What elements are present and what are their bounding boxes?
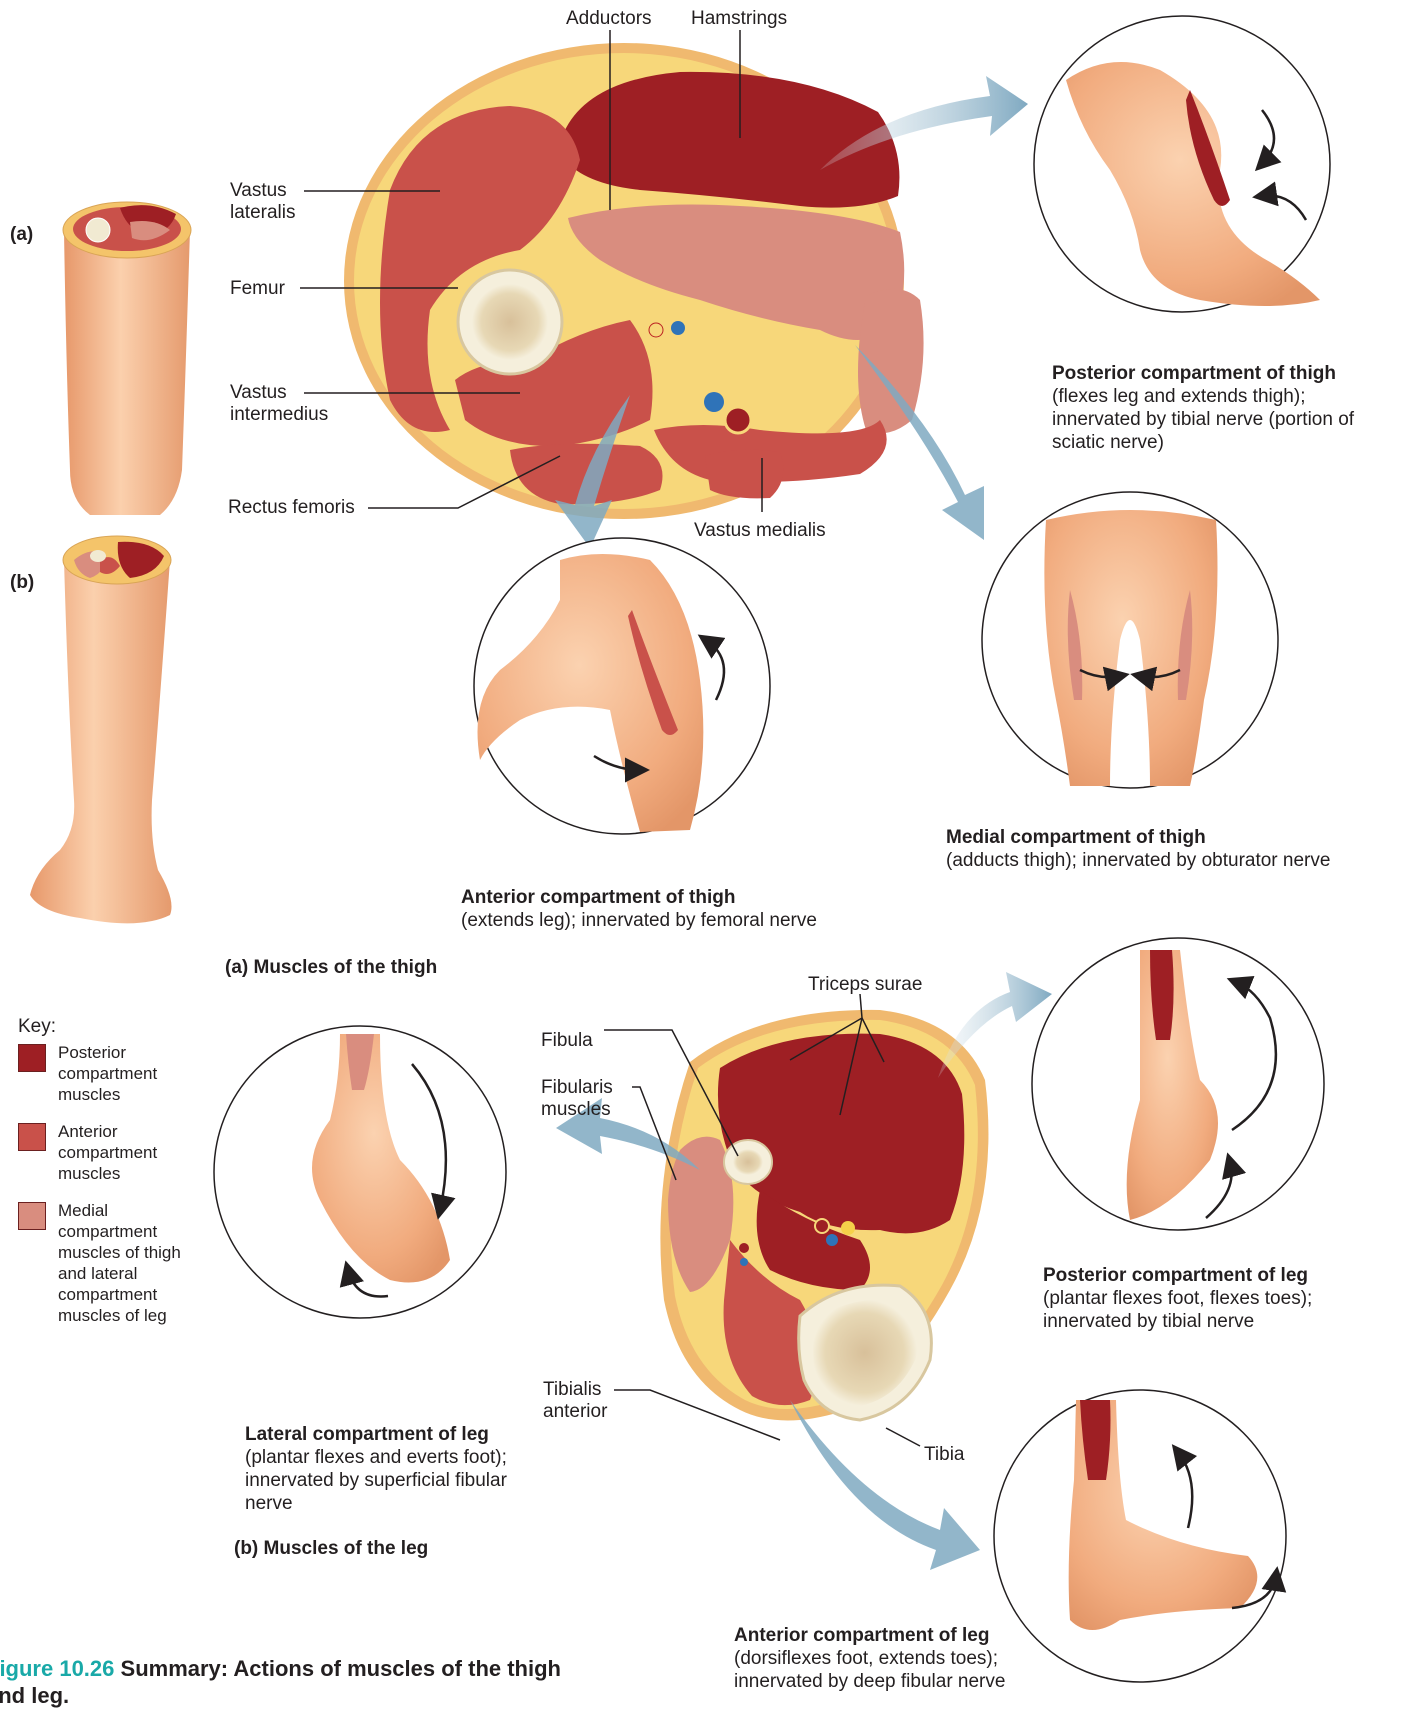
circle-posterior-leg bbox=[1032, 938, 1324, 1230]
circle-lateral-leg bbox=[214, 1026, 506, 1318]
caption-lateral-leg-title: Lateral compartment of leg bbox=[245, 1423, 545, 1446]
key-swatch-anterior bbox=[18, 1123, 46, 1151]
circle-anterior-leg bbox=[994, 1390, 1286, 1682]
color-key: Key: Posterior compartment muscles Anter… bbox=[18, 1016, 208, 1342]
caption-anterior-leg-title: Anterior compartment of leg bbox=[734, 1624, 1034, 1647]
circle-posterior-thigh bbox=[1034, 16, 1330, 312]
leg-cross-section bbox=[660, 1010, 988, 1421]
subtitle-leg: (b) Muscles of the leg bbox=[234, 1538, 428, 1560]
caption-posterior-leg: Posterior compartment of leg (plantar fl… bbox=[1043, 1264, 1383, 1333]
label-vastus-medialis: Vastus medialis bbox=[694, 520, 826, 542]
label-vastus-intermedius: Vastus intermedius bbox=[230, 382, 328, 426]
key-item-posterior: Posterior compartment muscles bbox=[18, 1042, 208, 1105]
subtitle-thigh: (a) Muscles of the thigh bbox=[225, 957, 437, 979]
caption-anterior-leg: Anterior compartment of leg (dorsiflexes… bbox=[734, 1624, 1034, 1693]
caption-anterior-thigh-title: Anterior compartment of thigh bbox=[461, 886, 891, 909]
thigh-cross-section bbox=[344, 43, 924, 519]
label-fibularis-muscles: Fibularis muscles bbox=[541, 1077, 613, 1121]
key-label-medial-lateral: Medial compartment muscles of thigh and … bbox=[58, 1201, 181, 1325]
key-label-anterior: Anterior compartment muscles bbox=[58, 1122, 157, 1183]
label-femur: Femur bbox=[230, 278, 285, 300]
caption-posterior-thigh-title: Posterior compartment of thigh bbox=[1052, 362, 1382, 385]
figure-number: Figure 10.26 bbox=[0, 1656, 114, 1681]
caption-anterior-thigh-desc: (extends leg); innervated by femoral ner… bbox=[461, 909, 891, 932]
circle-medial-thigh bbox=[982, 492, 1278, 788]
key-item-anterior: Anterior compartment muscles bbox=[18, 1121, 208, 1184]
leg-reference-illustration bbox=[30, 536, 172, 923]
label-fibula: Fibula bbox=[541, 1030, 593, 1052]
caption-lateral-leg: Lateral compartment of leg (plantar flex… bbox=[245, 1423, 545, 1515]
label-rectus-femoris: Rectus femoris bbox=[228, 497, 355, 519]
label-adductors: Adductors bbox=[566, 8, 652, 30]
key-swatch-medial-lateral bbox=[18, 1202, 46, 1230]
circle-anterior-thigh bbox=[474, 538, 770, 834]
caption-posterior-thigh-desc: (flexes leg and extends thigh); innervat… bbox=[1052, 385, 1382, 454]
label-hamstrings: Hamstrings bbox=[691, 8, 787, 30]
caption-medial-thigh-desc: (adducts thigh); innervated by obturator… bbox=[946, 849, 1396, 872]
label-triceps-surae: Triceps surae bbox=[808, 974, 922, 996]
key-item-medial-lateral: Medial compartment muscles of thigh and … bbox=[18, 1200, 208, 1326]
caption-posterior-thigh: Posterior compartment of thigh (flexes l… bbox=[1052, 362, 1382, 454]
label-tibia: Tibia bbox=[924, 1444, 964, 1466]
caption-anterior-thigh: Anterior compartment of thigh (extends l… bbox=[461, 886, 891, 932]
label-tibialis-anterior: Tibialis anterior bbox=[543, 1379, 607, 1423]
caption-posterior-leg-desc: (plantar flexes foot, flexes toes); inne… bbox=[1043, 1287, 1383, 1333]
key-title: Key: bbox=[18, 1016, 208, 1038]
key-label-posterior: Posterior compartment muscles bbox=[58, 1043, 157, 1104]
caption-anterior-leg-desc: (dorsiflexes foot, extends toes); innerv… bbox=[734, 1647, 1034, 1693]
caption-medial-thigh-title: Medial compartment of thigh bbox=[946, 826, 1396, 849]
caption-posterior-leg-title: Posterior compartment of leg bbox=[1043, 1264, 1383, 1287]
caption-medial-thigh: Medial compartment of thigh (adducts thi… bbox=[946, 826, 1396, 872]
key-swatch-posterior bbox=[18, 1044, 46, 1072]
label-vastus-lateralis: Vastus lateralis bbox=[230, 180, 295, 224]
thigh-reference-illustration bbox=[63, 202, 191, 515]
panel-letter-b: (b) bbox=[10, 572, 34, 594]
caption-lateral-leg-desc: (plantar flexes and everts foot); innerv… bbox=[245, 1446, 545, 1515]
figure-caption: Figure 10.26 Summary: Actions of muscles… bbox=[0, 1655, 596, 1709]
panel-letter-a: (a) bbox=[10, 224, 33, 246]
